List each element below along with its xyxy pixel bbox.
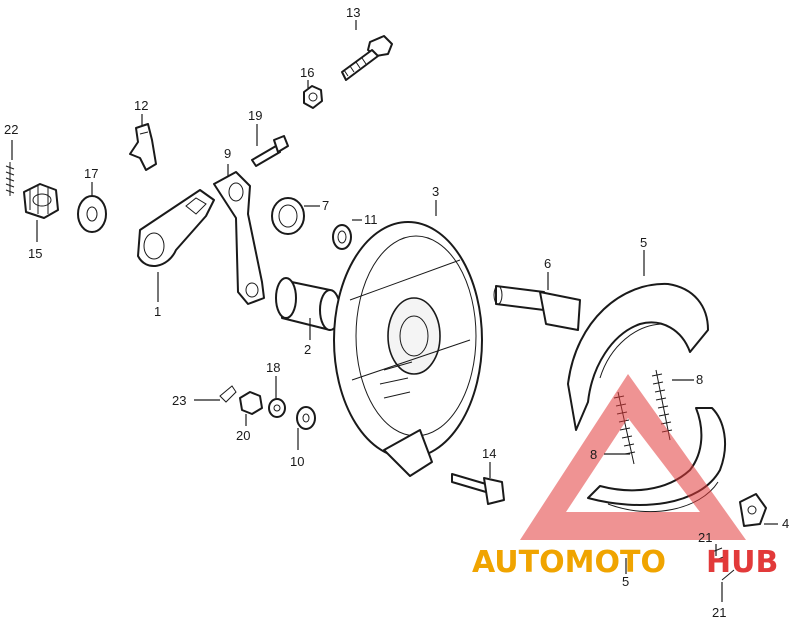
part-22-pin [5, 162, 15, 196]
part-11-oring [332, 224, 352, 250]
part-16-nut [303, 85, 323, 109]
label-23: 23 [172, 393, 186, 408]
part-3-brake-panel [333, 221, 483, 477]
label-12: 12 [134, 98, 148, 113]
part-14-bolt [451, 473, 505, 505]
label-14: 14 [482, 446, 496, 461]
part-17-washer [77, 195, 107, 233]
label-18: 18 [266, 360, 280, 375]
part-10-washer [296, 406, 316, 430]
label-6: 6 [544, 256, 551, 271]
label-1: 1 [154, 304, 161, 319]
label-10: 10 [290, 454, 304, 469]
watermark: AUTOMOTO HUB [472, 374, 778, 580]
label-15: 15 [28, 246, 42, 261]
label-21-lower: 21 [712, 605, 726, 620]
part-23-clip [219, 385, 237, 403]
part-labels: 22 15 17 12 1 9 19 13 16 7 11 3 2 6 5 8 … [4, 5, 789, 620]
watermark-triangle [520, 374, 746, 540]
part-4-plate [739, 493, 767, 527]
label-11: 11 [364, 212, 378, 227]
label-20: 20 [236, 428, 250, 443]
label-16: 16 [300, 65, 314, 80]
label-5-lower: 5 [622, 574, 629, 589]
leader-lines [11, 20, 778, 602]
part-1-brake-arm [137, 189, 215, 267]
label-8-right: 8 [696, 372, 703, 387]
part-21-pins [711, 547, 735, 581]
part-5-brake-shoe-upper [567, 282, 709, 431]
part-7-seal [271, 197, 305, 235]
watermark-text-main: AUTOMOTO [472, 545, 666, 580]
part-9-cam-lever [213, 171, 265, 305]
label-19: 19 [248, 108, 262, 123]
part-18-washer [268, 398, 286, 418]
part-2-spacer [275, 277, 341, 331]
label-8-left: 8 [590, 447, 597, 462]
part-13-bolt [341, 35, 393, 81]
label-4: 4 [782, 516, 789, 531]
label-17: 17 [84, 166, 98, 181]
label-22: 22 [4, 122, 18, 137]
part-15-castle-nut [23, 183, 59, 219]
part-8-spring-right [651, 369, 673, 441]
label-7: 7 [322, 198, 329, 213]
watermark-text-accent: HUB [706, 545, 778, 580]
part-12-bracket [129, 123, 157, 171]
part-20-nut [239, 391, 263, 415]
label-21-upper: 21 [698, 530, 712, 545]
label-3: 3 [432, 184, 439, 199]
part-6-brake-cam [493, 285, 581, 331]
label-5-upper: 5 [640, 235, 647, 250]
part-19-bolt [251, 135, 289, 167]
label-2: 2 [304, 342, 311, 357]
label-9: 9 [224, 146, 231, 161]
label-13: 13 [346, 5, 360, 20]
